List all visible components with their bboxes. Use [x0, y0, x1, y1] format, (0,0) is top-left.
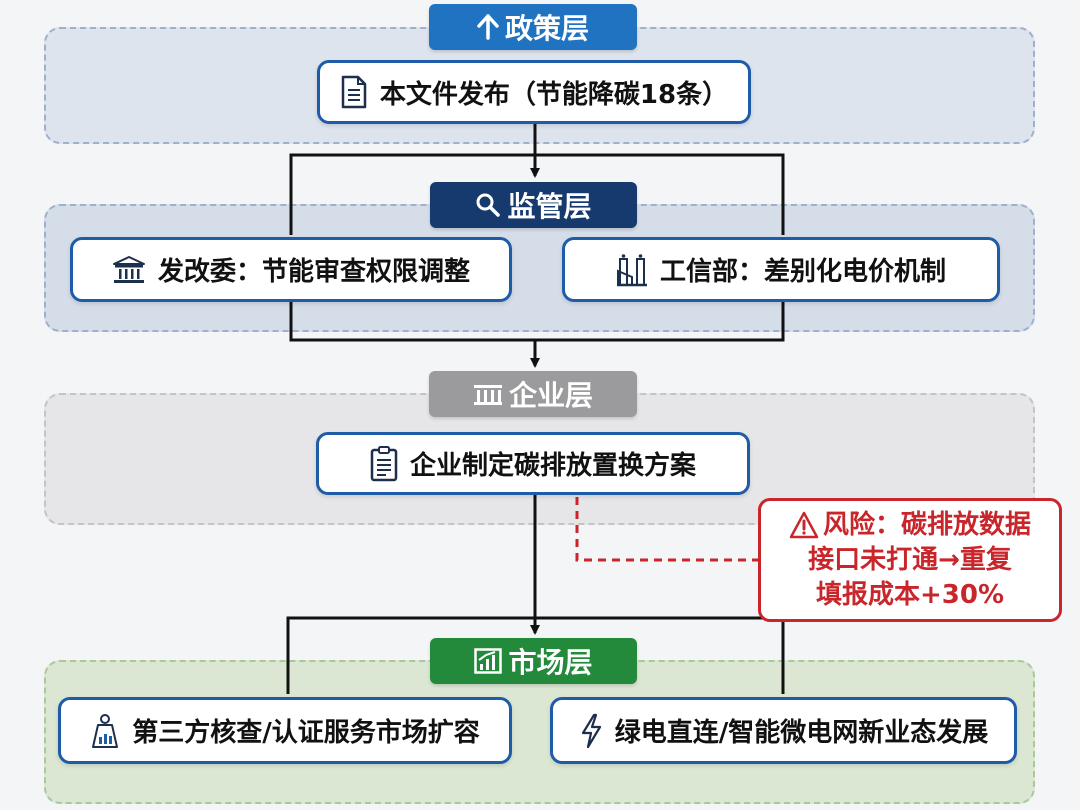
inspection-badge-icon: [92, 713, 119, 748]
warning-icon: [789, 511, 819, 539]
ndrc-label: 发改委：节能审查权限调整: [157, 257, 470, 287]
risk-callout: 风险：碳排放数据 接口未打通→重复 填报成本+30%: [758, 498, 1062, 622]
green-power-label: 绿电直连/智能微电网新业态发展: [614, 718, 989, 748]
risk-text-1: 风险：碳排放数据: [822, 509, 1031, 540]
policy-layer-label: 政策层: [504, 12, 589, 45]
branch-market: [286, 616, 785, 694]
risk-text-3: 填报成本+30%: [815, 579, 1005, 610]
factory-plant-icon: [616, 253, 647, 286]
magnifier-icon: [476, 193, 501, 217]
enterprise-layer-label: 企业层: [508, 379, 593, 412]
bar-chart-icon: [474, 648, 503, 674]
risk-line-1: 风险：碳排放数据: [789, 508, 1031, 543]
branch-regulation: [289, 153, 785, 235]
lightning-icon: [581, 713, 601, 748]
enterprise-plan-box: 企业制定碳排放置换方案: [316, 432, 750, 495]
arrow-up-icon: [477, 14, 499, 40]
clipboard-icon: [370, 445, 398, 481]
regulation-layer-tag: 监管层: [430, 182, 637, 228]
merge-regulation: [289, 302, 785, 342]
factory-icon: [473, 385, 502, 405]
regulation-layer-label: 监管层: [507, 190, 592, 223]
enterprise-plan-label: 企业制定碳排放置换方案: [409, 451, 696, 481]
miit-box: 工信部：差别化电价机制: [562, 237, 1000, 302]
policy-layer-tag: 政策层: [429, 4, 637, 50]
policy-document-box: 本文件发布（节能降碳18条）: [317, 60, 751, 124]
market-layer-tag: 市场层: [430, 638, 637, 684]
enterprise-layer-tag: 企业层: [429, 371, 637, 417]
miit-label: 工信部：差别化电价机制: [659, 257, 946, 287]
market-layer-label: 市场层: [508, 646, 593, 679]
document-icon: [341, 75, 367, 109]
risk-connector: [575, 497, 758, 562]
ndrc-box: 发改委：节能审查权限调整: [70, 237, 512, 302]
policy-document-label: 本文件发布（节能降碳18条）: [379, 79, 729, 110]
third-party-label: 第三方核查/认证服务市场扩容: [132, 718, 480, 748]
third-party-box: 第三方核查/认证服务市场扩容: [58, 697, 512, 764]
government-building-icon: [112, 255, 145, 283]
green-power-box: 绿电直连/智能微电网新业态发展: [550, 697, 1017, 764]
risk-line-2: 接口未打通→重复: [808, 543, 1012, 578]
risk-line-3: 填报成本+30%: [816, 578, 1004, 613]
risk-text-2: 接口未打通→重复: [808, 544, 1012, 575]
